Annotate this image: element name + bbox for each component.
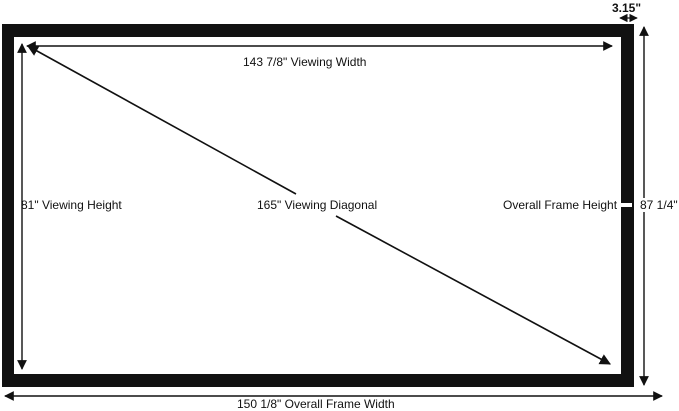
viewing-height-label: 81" Viewing Height (21, 198, 122, 212)
frame-thickness-label: 3.15" (612, 1, 642, 15)
frame-height-tick (621, 203, 632, 207)
viewing-diagonal-arrow-lower (335, 215, 611, 365)
viewing-diagonal-label: 165" Viewing Diagonal (257, 198, 378, 212)
overall-frame-width-label: 150 1/8" Overall Frame Width (235, 397, 397, 411)
overall-frame-height-label: Overall Frame Height (503, 198, 618, 212)
viewing-width-label: 143 7/8" Viewing Width (243, 55, 367, 69)
viewing-diagonal-arrow-upper (27, 45, 297, 195)
overall-frame-height-value: 87 1/4" (639, 198, 679, 212)
viewing-area (14, 37, 621, 374)
